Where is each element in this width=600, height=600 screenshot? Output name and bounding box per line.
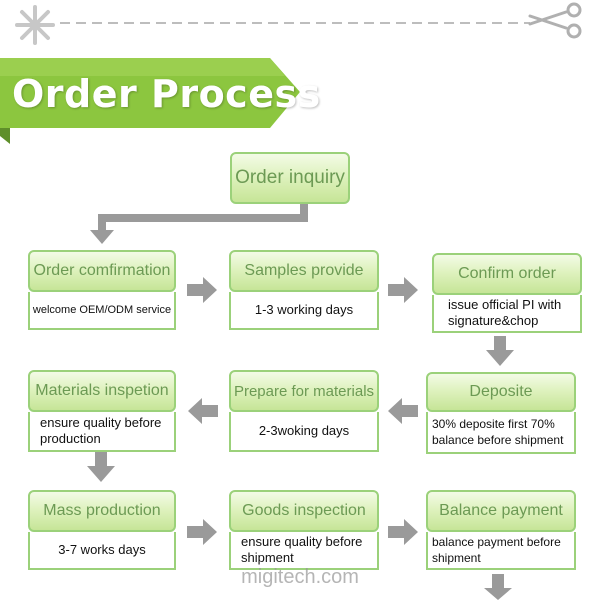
step-goods-inspection: Goods inspection ensure quality before s… bbox=[229, 490, 379, 570]
arrow-right-3 bbox=[187, 519, 217, 545]
step-title: Balance payment bbox=[426, 490, 576, 532]
step-detail: 2-3woking days bbox=[229, 412, 379, 452]
step-balance-payment: Balance payment balance payment before s… bbox=[426, 490, 576, 570]
step-detail: balance payment before shipment bbox=[426, 532, 576, 570]
arrow-right-2 bbox=[388, 277, 418, 303]
snowflake-icon bbox=[15, 5, 55, 45]
connector-bar bbox=[98, 214, 308, 222]
step-order-inquiry: Order inquiry bbox=[230, 152, 350, 204]
step-title: Prepare for materials bbox=[229, 370, 379, 412]
step-detail: ensure quality before production bbox=[28, 412, 176, 452]
arrow-down-1 bbox=[90, 230, 114, 244]
step-detail: welcome OEM/ODM service bbox=[28, 292, 176, 330]
step-detail: ensure quality before shipment bbox=[229, 532, 379, 570]
arrow-right-1 bbox=[187, 277, 217, 303]
step-samples-provide: Samples provide 1-3 working days bbox=[229, 250, 379, 330]
connector-drop bbox=[98, 214, 106, 230]
step-title: Order comfirmation bbox=[28, 250, 176, 292]
arrow-left-2 bbox=[188, 398, 218, 424]
arrow-down-3 bbox=[87, 452, 115, 482]
step-detail: 30% deposite first 70% balance before sh… bbox=[426, 412, 576, 454]
page-title: Order Process bbox=[12, 72, 321, 116]
scissors-icon bbox=[528, 2, 582, 39]
step-materials-inspection: Materials inspetion ensure quality befor… bbox=[28, 370, 176, 452]
step-title: Materials inspetion bbox=[28, 370, 176, 412]
step-prepare-materials: Prepare for materials 2-3woking days bbox=[229, 370, 379, 452]
step-title: Goods inspection bbox=[229, 490, 379, 532]
step-detail: 1-3 working days bbox=[229, 292, 379, 330]
step-title: Deposite bbox=[426, 372, 576, 412]
arrow-down-4 bbox=[484, 574, 512, 600]
connector-stem bbox=[300, 204, 308, 222]
cut-line bbox=[60, 22, 530, 24]
step-detail: 3-7 works days bbox=[28, 532, 176, 570]
step-deposite: Deposite 30% deposite first 70% balance … bbox=[426, 372, 576, 454]
step-title: Samples provide bbox=[229, 250, 379, 292]
step-title: Confirm order bbox=[432, 253, 582, 295]
step-detail: issue official PI with signature&chop bbox=[432, 295, 582, 333]
arrow-down-2 bbox=[486, 336, 514, 366]
step-confirm-order: Confirm order issue official PI with sig… bbox=[432, 253, 582, 333]
step-title: Order inquiry bbox=[230, 152, 350, 204]
step-order-confirmation: Order comfirmation welcome OEM/ODM servi… bbox=[28, 250, 176, 330]
arrow-right-4 bbox=[388, 519, 418, 545]
watermark: migitech.com bbox=[241, 566, 359, 588]
step-mass-production: Mass production 3-7 works days bbox=[28, 490, 176, 570]
title-banner bbox=[0, 58, 300, 144]
step-title: Mass production bbox=[28, 490, 176, 532]
arrow-left-1 bbox=[388, 398, 418, 424]
